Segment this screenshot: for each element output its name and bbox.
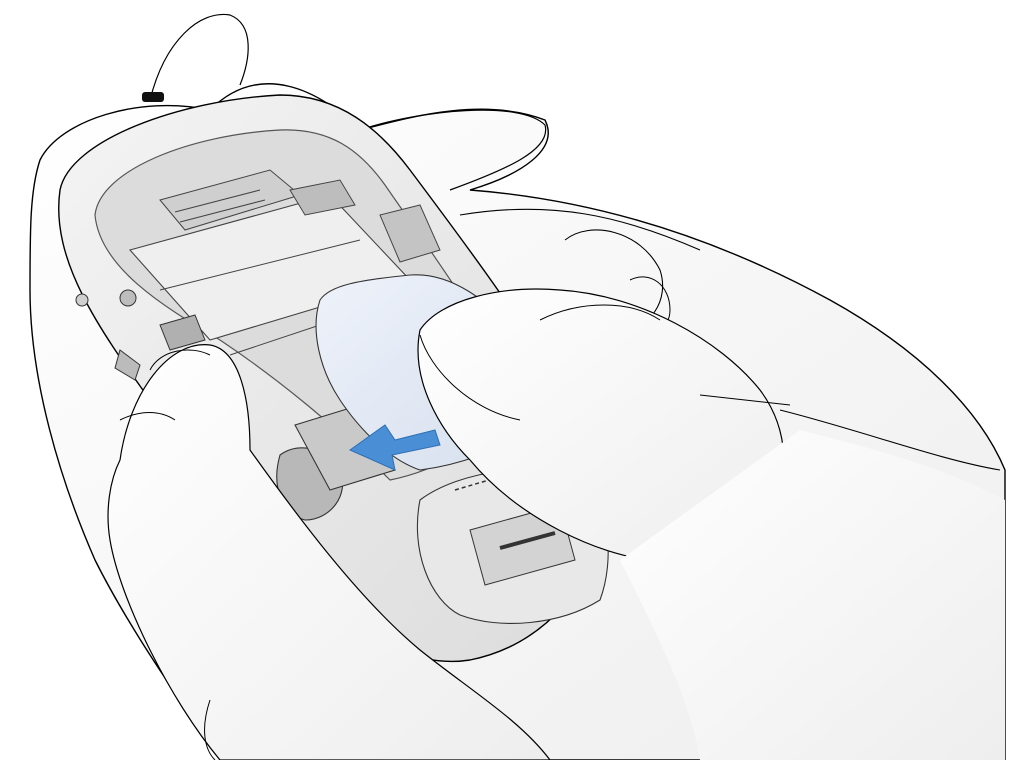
illustration-stage	[0, 0, 1017, 760]
sim-insertion-illustration	[0, 0, 1017, 760]
